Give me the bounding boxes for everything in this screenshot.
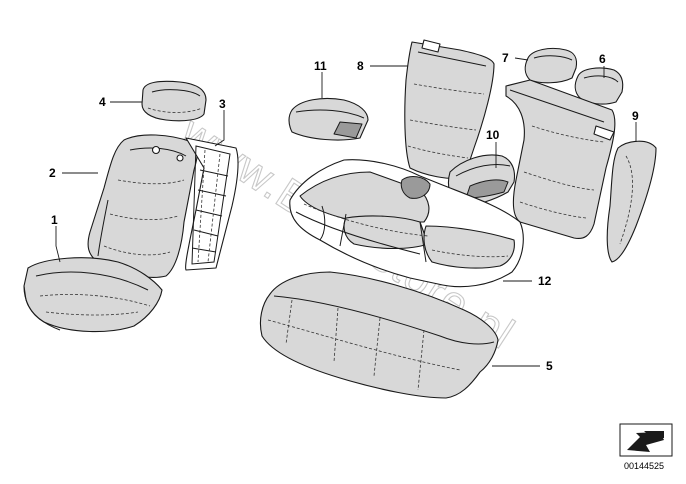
leader-lines <box>55 57 637 367</box>
part-8-rear-backrest-left <box>404 39 495 180</box>
callout-11: 11 <box>314 59 327 73</box>
part-1-front-seat-cushion <box>23 257 163 333</box>
part-12-rear-seat-cushion <box>289 159 524 288</box>
callout-8: 8 <box>357 59 364 73</box>
part-6-rear-headrest <box>574 67 624 105</box>
callout-6: 6 <box>599 52 606 66</box>
arrow-down-left-icon[interactable] <box>619 423 673 457</box>
reference-number: 00144525 <box>624 461 664 471</box>
rear-backrest-right <box>505 79 616 240</box>
callout-12: 12 <box>538 274 552 288</box>
part-11-armrest-pad <box>288 97 369 141</box>
callout-labels: 1 2 3 4 5 6 7 8 9 10 11 12 <box>49 51 639 373</box>
callout-10: 10 <box>486 128 500 142</box>
callout-4: 4 <box>99 95 106 109</box>
part-7-rear-headrest <box>524 47 578 84</box>
callout-5: 5 <box>546 359 553 373</box>
part-9-side-bolster <box>606 140 657 263</box>
part-4-headrest <box>141 80 207 122</box>
callout-1: 1 <box>51 213 58 227</box>
part-2-front-backrest <box>87 134 199 278</box>
callout-2: 2 <box>49 166 56 180</box>
callout-3: 3 <box>219 97 226 111</box>
callout-9: 9 <box>632 109 639 123</box>
callout-7: 7 <box>502 51 509 65</box>
part-3-backrest-frame <box>185 137 239 271</box>
part-5-rear-seat-cover <box>259 271 499 399</box>
